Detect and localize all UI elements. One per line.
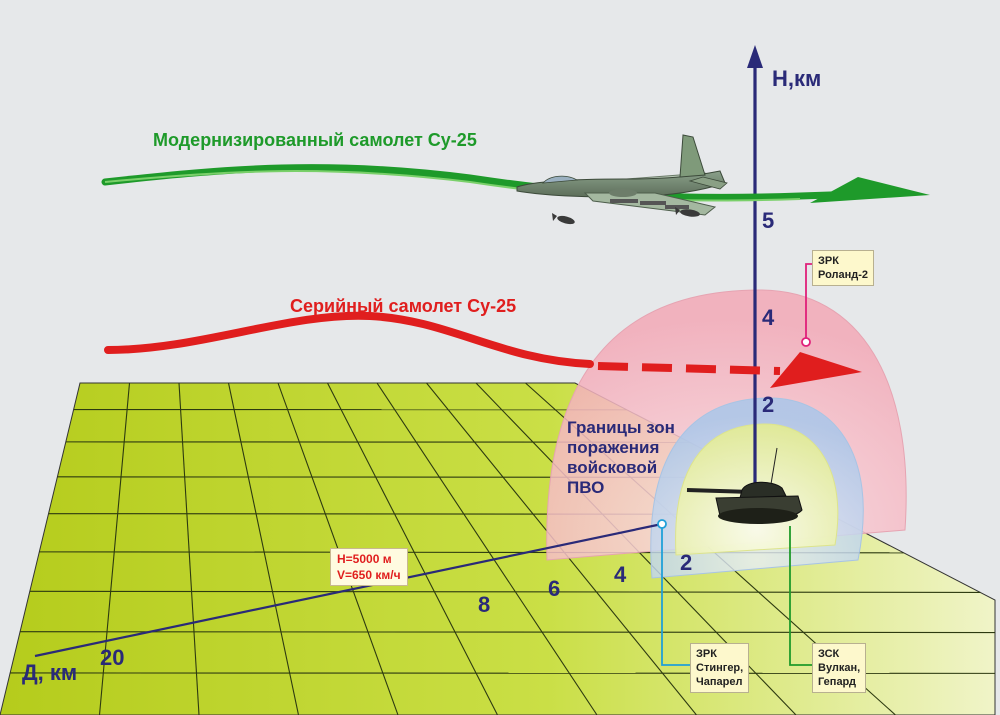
bomb-icon	[552, 207, 700, 225]
air-defense-zones-label: Границы зон поражения войсковой ПВО	[567, 418, 675, 497]
distance-tick-6: 6	[548, 576, 561, 601]
distance-tick-20: 20	[100, 645, 125, 670]
modernized-aircraft-label: Модернизированный самолет Су-25	[153, 130, 477, 150]
distance-axis	[34, 522, 663, 658]
flight-parameters-box: H=5000 м V=650 км/ч	[330, 548, 408, 586]
serial-aircraft-label: Серийный самолет Су-25	[290, 296, 517, 316]
tank-icon	[686, 447, 803, 524]
vulcan-system-name-1: Вулкан,	[818, 662, 861, 674]
vulcan-leader-line	[789, 526, 812, 666]
vulcan-system-box: ЗСК Вулкан, Гепард	[812, 643, 867, 693]
serial-flight-path	[104, 311, 862, 388]
grid-line-vertical	[227, 382, 300, 715]
height-axis	[747, 45, 763, 500]
grid-line-vertical	[178, 382, 200, 715]
grid-line-vertical	[376, 382, 598, 715]
vulcan-system-name-2: Гепард	[818, 676, 856, 688]
stinger-leader-line	[657, 519, 690, 666]
roland-system-name: Роланд-2	[818, 269, 869, 281]
su25-aircraft-icon	[516, 134, 728, 216]
flight-speed: V=650 км/ч	[337, 568, 401, 582]
height-tick-4: 4	[762, 305, 775, 330]
flight-altitude: H=5000 м	[337, 552, 392, 566]
grid-line-horizontal	[20, 631, 996, 634]
roland-system-type: ЗРК	[818, 255, 839, 267]
distance-tick-8: 8	[478, 592, 491, 617]
modernized-flight-path	[101, 164, 930, 203]
grid-line-vertical	[98, 382, 131, 715]
grid-line-vertical	[327, 382, 498, 715]
height-tick-2: 2	[762, 392, 775, 417]
distance-tick-4: 4	[614, 562, 627, 587]
roland-system-box: ЗРК Роланд-2	[812, 250, 875, 286]
height-axis-label: H,км	[772, 66, 822, 91]
stinger-system-box: ЗРК Стингер, Чапарел	[690, 643, 750, 693]
height-tick-5: 5	[762, 208, 775, 233]
distance-axis-label: Д, км	[22, 660, 78, 685]
vulcan-system-type: ЗСК	[818, 648, 840, 660]
stinger-system-name-2: Чапарел	[696, 676, 743, 688]
stinger-system-name-1: Стингер,	[696, 662, 744, 674]
stinger-system-type: ЗРК	[696, 648, 717, 660]
grid-line-horizontal	[29, 590, 981, 593]
distance-tick-2: 2	[680, 550, 693, 575]
